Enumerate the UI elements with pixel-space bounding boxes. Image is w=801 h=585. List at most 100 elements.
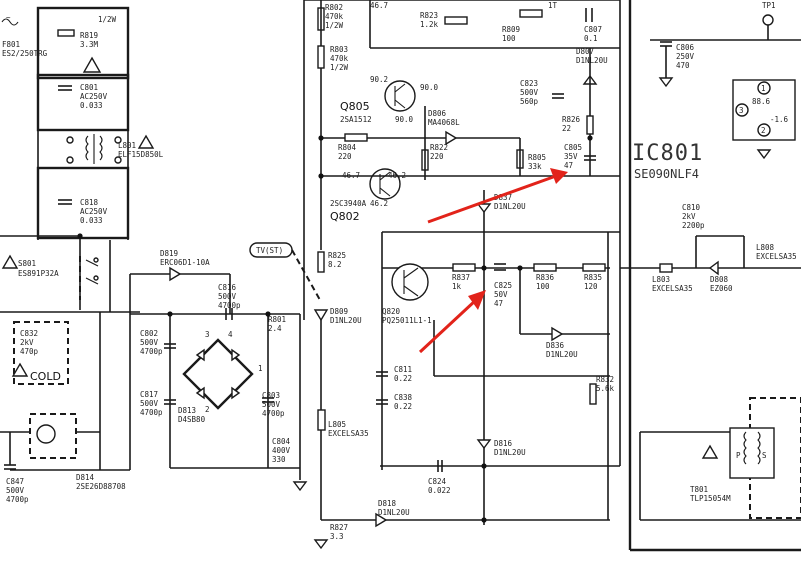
c811-value: 0.22: [394, 374, 412, 383]
d813-value: D4SB80: [178, 415, 206, 424]
c825-value: 50V: [494, 290, 508, 299]
red-arrow-2-head: [468, 290, 486, 310]
c806-name: C806: [676, 43, 695, 52]
r827-value: 3.3: [330, 532, 344, 541]
c801-value: AC250V: [80, 92, 108, 101]
q802-name: Q802: [330, 210, 360, 223]
c804-value2: 330: [272, 455, 286, 464]
t801-name: T801: [690, 485, 708, 494]
input-filter-section: ~ F801 ES2/250TRG 1/2W R819 3.3M C801 AC…: [0, 6, 164, 504]
c804-value: 400V: [272, 446, 291, 455]
c810-value2: 2200p: [682, 221, 705, 230]
r823-name: R823: [420, 11, 438, 20]
d807-name: D807: [576, 47, 594, 56]
r809-value: 100: [502, 34, 516, 43]
bridge-diode-icon: [195, 348, 205, 362]
r825-value: 8.2: [328, 260, 342, 269]
r801-name: R801: [268, 315, 286, 324]
r835-name: R835: [584, 273, 602, 282]
bridge-rectifier-section: D819 ERC06D1-10A C816 500V 4700p C802 50…: [129, 249, 308, 492]
bridge-diode-icon: [231, 348, 241, 362]
c824-value: 0.022: [428, 486, 451, 495]
c816-value2: 4700p: [218, 301, 241, 310]
q802-e-voltage: 46.2: [370, 199, 388, 208]
d814-name: D814: [76, 473, 95, 482]
r826-resistor: [586, 115, 594, 135]
r832-name: R832: [596, 375, 614, 384]
c805-value: 35V: [564, 152, 578, 161]
r805-value: 33k: [528, 162, 542, 171]
r809-trim-label: 1T: [548, 1, 558, 10]
warning-triangle-icon: [11, 362, 29, 377]
d806-diode: [445, 130, 458, 146]
d816-diode: [476, 439, 492, 450]
junction-dots: [77, 135, 593, 523]
r835-value: 120: [584, 282, 598, 291]
d818-diode: [375, 512, 388, 528]
ground-icon: [756, 149, 772, 160]
c807-name: C807: [584, 25, 602, 34]
ic-pin-label: 2: [761, 126, 766, 135]
q805-transistor: [384, 80, 416, 112]
l805-name: L805: [328, 420, 346, 429]
c838-name: C838: [394, 393, 413, 402]
r803-power: 1/2W: [330, 63, 349, 72]
c810-name: C810: [682, 203, 701, 212]
bridge-pin-label: 1: [258, 364, 263, 373]
c805-name: C805: [564, 143, 582, 152]
ic-pin-label: 1: [761, 84, 766, 93]
r802-name: R802: [325, 3, 343, 12]
r822-name: R822: [430, 143, 448, 152]
r802-power: 1/2W: [325, 21, 344, 30]
d816-name: D816: [494, 439, 513, 448]
r802-value: 470k: [325, 12, 344, 21]
r825-resistor: [317, 251, 325, 273]
c817-value: 500V: [140, 399, 159, 408]
c816-name: C816: [218, 283, 237, 292]
r809-resistor: [519, 9, 543, 18]
r819-resistor: [57, 29, 75, 37]
d806-name: D806: [428, 109, 447, 118]
d808-diode: [708, 260, 719, 276]
c801-name: C801: [80, 83, 98, 92]
r832-value: 5.6k: [596, 384, 615, 393]
ground-icon: [292, 481, 308, 492]
q805-value: 2SA1512: [340, 115, 372, 124]
c817-value2: 4700p: [140, 408, 163, 417]
c847-name: C847: [6, 477, 24, 486]
r819-name: R819: [80, 31, 98, 40]
r837-value: 1k: [452, 282, 462, 291]
d836-value: D1NL20U: [546, 350, 578, 359]
d814-value: 2SE26D88708: [76, 482, 126, 491]
r826-name: R826: [562, 115, 581, 124]
c804-name: C804: [272, 437, 291, 446]
d808-value: EZ060: [710, 284, 733, 293]
l801-name: L801: [118, 141, 136, 150]
ic801-name: IC801: [632, 141, 703, 166]
r825-name: R825: [328, 251, 346, 260]
c817-name: C817: [140, 390, 158, 399]
q820-value: PQ25011L1-1: [382, 316, 432, 325]
bridge-diode-icon: [195, 386, 205, 400]
d816-value: D1NL20U: [494, 448, 526, 457]
c824-name: C824: [428, 477, 447, 486]
c823-value2: 560p: [520, 97, 539, 106]
c823-value: 500V: [520, 88, 539, 97]
ground-icon: [658, 77, 674, 88]
red-arrow-1: [427, 174, 557, 224]
d808-name: D808: [710, 275, 729, 284]
d837-diode: [476, 203, 492, 214]
c810-value: 2kV: [682, 212, 696, 221]
bridge-pin-label: 2: [205, 405, 210, 414]
warning-triangle-icon: [137, 134, 155, 149]
r832-resistor: [589, 383, 597, 405]
ic801-part: SE090NLF4: [634, 167, 699, 181]
d819-diode: [169, 266, 182, 282]
f801-name: F801: [2, 40, 20, 49]
c825-value2: 47: [494, 299, 503, 308]
red-arrow-1-head: [550, 168, 568, 184]
l808-name: L808: [756, 243, 775, 252]
ic-pin2-voltage: -1.6: [770, 115, 789, 124]
c816-value: 500V: [218, 292, 237, 301]
